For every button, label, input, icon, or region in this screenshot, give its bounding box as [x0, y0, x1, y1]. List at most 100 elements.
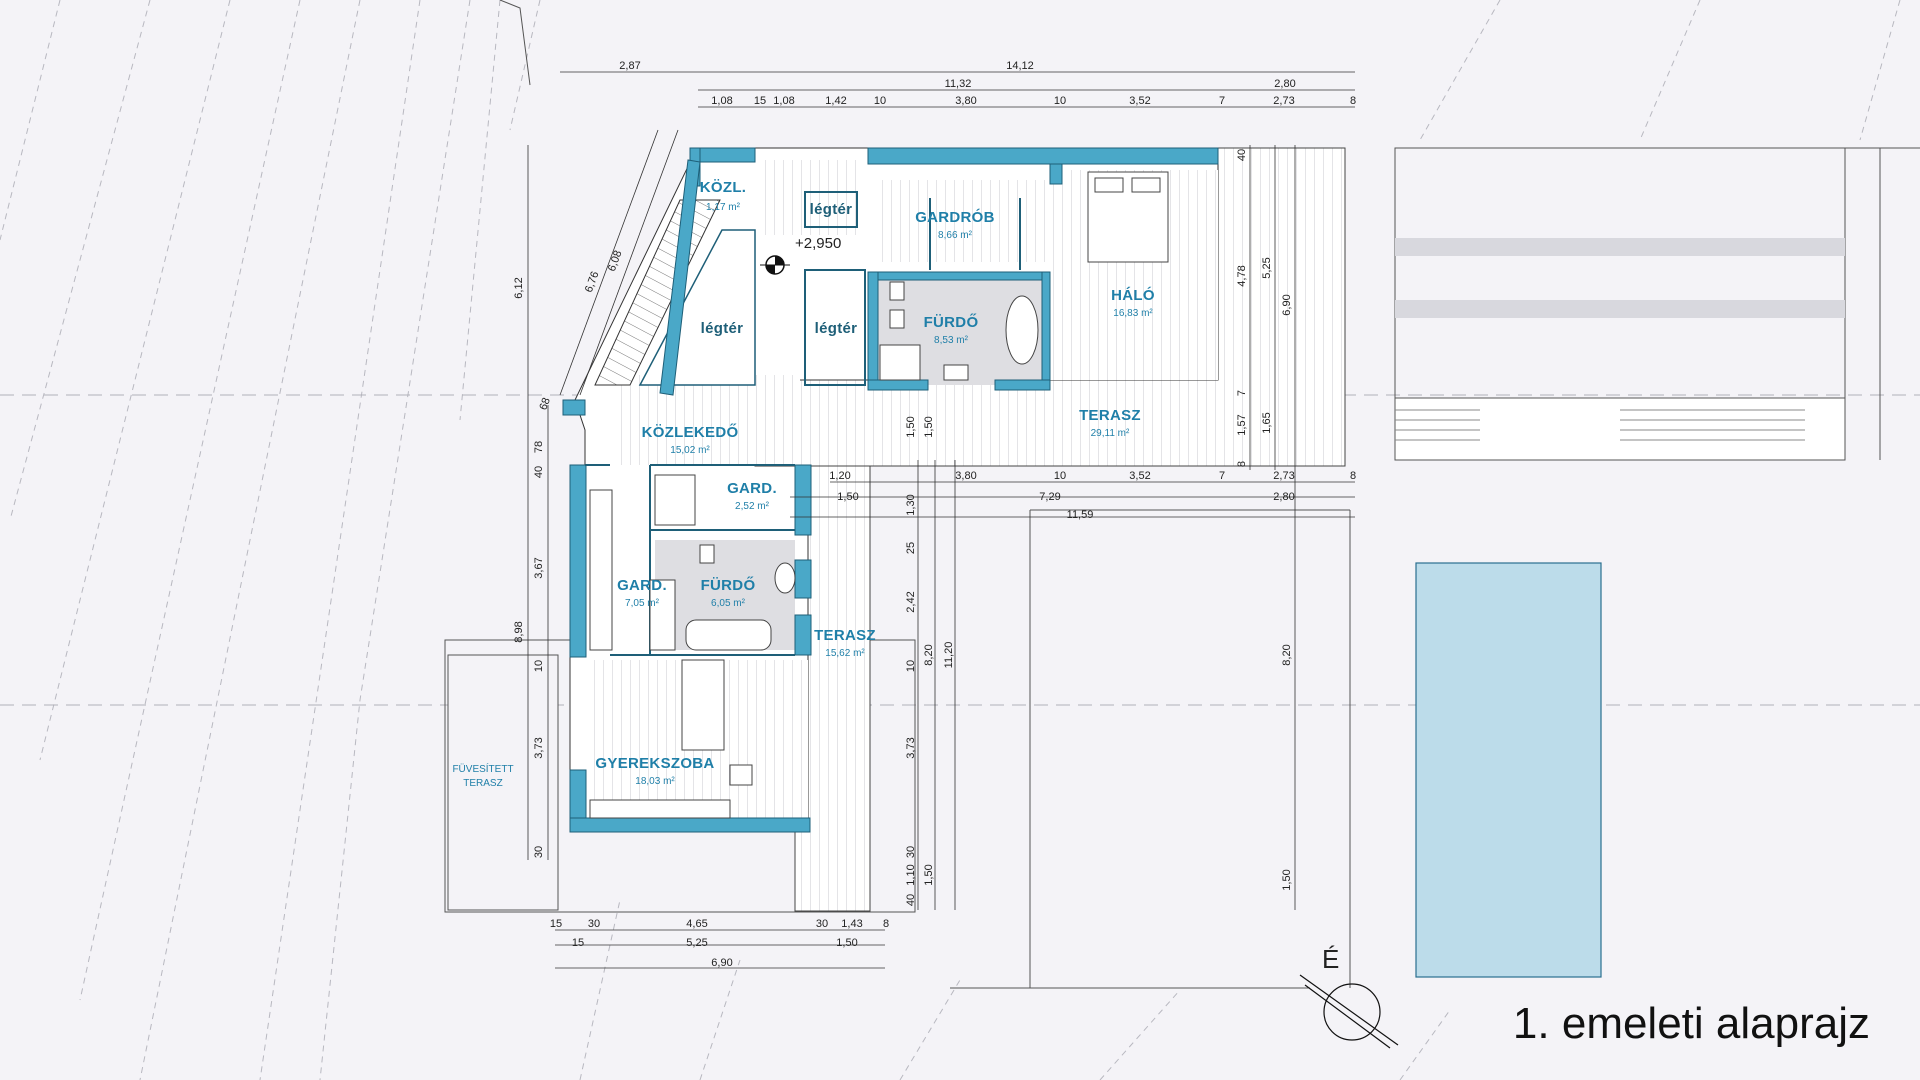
room-furdo2-name: FÜRDŐ — [701, 576, 756, 594]
dim-top3-3: 1,42 — [825, 95, 846, 107]
dim-mid1-5: 2,73 — [1273, 470, 1294, 482]
dim-right-0: 40 — [1236, 149, 1248, 161]
dim-left-7: 8,98 — [513, 621, 525, 642]
dim-center-1: 1,50 — [923, 416, 935, 437]
north-arrow-icon — [1299, 974, 1399, 1049]
room-gyerekszoba-area: 18,03 m² — [635, 776, 675, 787]
dim-mid1-1: 3,80 — [955, 470, 976, 482]
dim-mid1-4: 7 — [1219, 470, 1225, 482]
dim-left-8: 10 — [533, 660, 545, 672]
dim-left-9: 3,73 — [533, 737, 545, 758]
level-marker-icon — [760, 255, 790, 275]
room-terasz1-area: 29,11 m² — [1091, 428, 1130, 439]
room-kozl-area: 1,17 m² — [706, 202, 741, 213]
dim-center-11: 1,50 — [923, 864, 935, 885]
dim-bot1-2: 4,65 — [686, 918, 707, 930]
dim-left-3: 68 — [537, 396, 552, 412]
dim-bot1-3: 30 — [816, 918, 828, 930]
dim-right-1: 4,78 — [1236, 265, 1248, 286]
room-gard1-area: 2,52 m² — [735, 501, 770, 512]
dim-right-3: 6,90 — [1281, 294, 1293, 315]
dim-bot2-1: 5,25 — [686, 937, 707, 949]
dim-top2-0: 11,32 — [945, 78, 972, 90]
dim-top3-8: 7 — [1219, 95, 1225, 107]
dim-top1-1: 14,12 — [1006, 60, 1034, 72]
dim-right-6: 1,65 — [1261, 412, 1273, 433]
child-bed — [681, 659, 725, 751]
dim-left-10: 30 — [533, 846, 545, 858]
dim-center-4: 2,42 — [905, 591, 917, 612]
room-legter-2: légtér — [810, 201, 853, 218]
dim-bot2-0: 15 — [572, 937, 584, 949]
north-label: É — [1322, 944, 1339, 974]
dim-top3-6: 10 — [1054, 95, 1066, 107]
dim-center-7: 11,20 — [943, 642, 955, 669]
dim-center-5: 10 — [905, 660, 917, 672]
room-furdo2-area: 6,05 m² — [711, 598, 746, 609]
dim-center-3: 25 — [905, 542, 917, 554]
dim-top3-7: 3,52 — [1129, 95, 1150, 107]
dim-left-4: 78 — [533, 441, 545, 453]
room-terasz1-name: TERASZ — [1079, 407, 1141, 424]
dim-top3-0: 1,08 — [711, 95, 732, 107]
dim-top3-2: 1,08 — [773, 95, 794, 107]
room-terasz2-name: TERASZ — [814, 627, 876, 644]
dim-center-10: 1,10 — [905, 864, 917, 885]
dim-left-6: 3,67 — [533, 557, 545, 578]
dimension-labels: 2,87 14,12 11,32 2,80 1,08 15 1,08 1,42 … — [513, 60, 1356, 969]
dim-center-8: 3,73 — [905, 737, 917, 758]
dim-top3-4: 10 — [874, 95, 886, 107]
dim-top3-5: 3,80 — [955, 95, 976, 107]
dim-mid3-0: 11,59 — [1067, 509, 1094, 521]
dim-top3-10: 8 — [1350, 95, 1356, 107]
dim-mid1-0: 1,20 — [829, 470, 850, 482]
dim-bot2-2: 1,50 — [836, 937, 857, 949]
dim-top3-9: 2,73 — [1273, 95, 1294, 107]
room-legter-1: légtér — [701, 320, 744, 337]
swimming-pool — [1415, 562, 1602, 978]
dim-right-5: 1,57 — [1236, 414, 1248, 435]
dim-center-0: 1,50 — [905, 416, 917, 437]
dim-center-13: 8,20 — [1281, 644, 1293, 665]
site-stripe — [1395, 238, 1845, 256]
dim-top3-1: 15 — [754, 95, 766, 107]
dim-right-4: 7 — [1236, 390, 1248, 396]
walls — [562, 147, 1219, 833]
room-legter-3: légtér — [815, 320, 858, 337]
site-stripe — [1395, 300, 1845, 318]
dim-center-9: 30 — [905, 846, 917, 858]
room-kozlekedo-area: 15,02 m² — [670, 445, 710, 456]
dim-mid2-1: 7,29 — [1039, 491, 1060, 503]
room-green-terrace-1: FÜVESÍTETT — [452, 762, 513, 775]
dim-center-6: 8,20 — [923, 644, 935, 665]
dim-mid1-3: 3,52 — [1129, 470, 1150, 482]
room-gard1-name: GARD. — [727, 480, 777, 497]
dim-mid1-2: 10 — [1054, 470, 1066, 482]
level-value: +2,950 — [795, 235, 841, 252]
outdoor-stairs — [1395, 409, 1805, 441]
dim-mid1-6: 8 — [1350, 470, 1356, 482]
room-gardrob-area: 8,66 m² — [938, 230, 973, 241]
room-gard2-name: GARD. — [617, 577, 667, 594]
dim-bot3-0: 6,90 — [711, 957, 732, 969]
dim-left-0: 6,12 — [513, 277, 525, 298]
dim-left-5: 40 — [533, 466, 545, 478]
room-green-terrace-2: TERASZ — [463, 778, 502, 789]
room-terasz2-area: 15,62 m² — [825, 648, 865, 659]
room-kozl-name: KÖZL. — [700, 179, 747, 196]
dim-right-7: 8 — [1236, 461, 1248, 467]
furniture — [589, 171, 1169, 819]
dim-left-2: 6,08 — [606, 249, 625, 273]
room-kozlekedo-name: KÖZLEKEDŐ — [642, 423, 739, 441]
dim-mid2-2: 2,80 — [1273, 491, 1294, 503]
dim-bot1-4: 1,43 — [841, 918, 862, 930]
dim-bot1-1: 30 — [588, 918, 600, 930]
green-terrace — [447, 654, 559, 911]
room-halo-name: HÁLÓ — [1111, 286, 1155, 304]
bathtub-2 — [685, 619, 772, 651]
dim-center-14: 1,50 — [1281, 869, 1293, 890]
room-furdo1-area: 8,53 m² — [934, 335, 969, 346]
dimension-lines — [527, 71, 1355, 969]
